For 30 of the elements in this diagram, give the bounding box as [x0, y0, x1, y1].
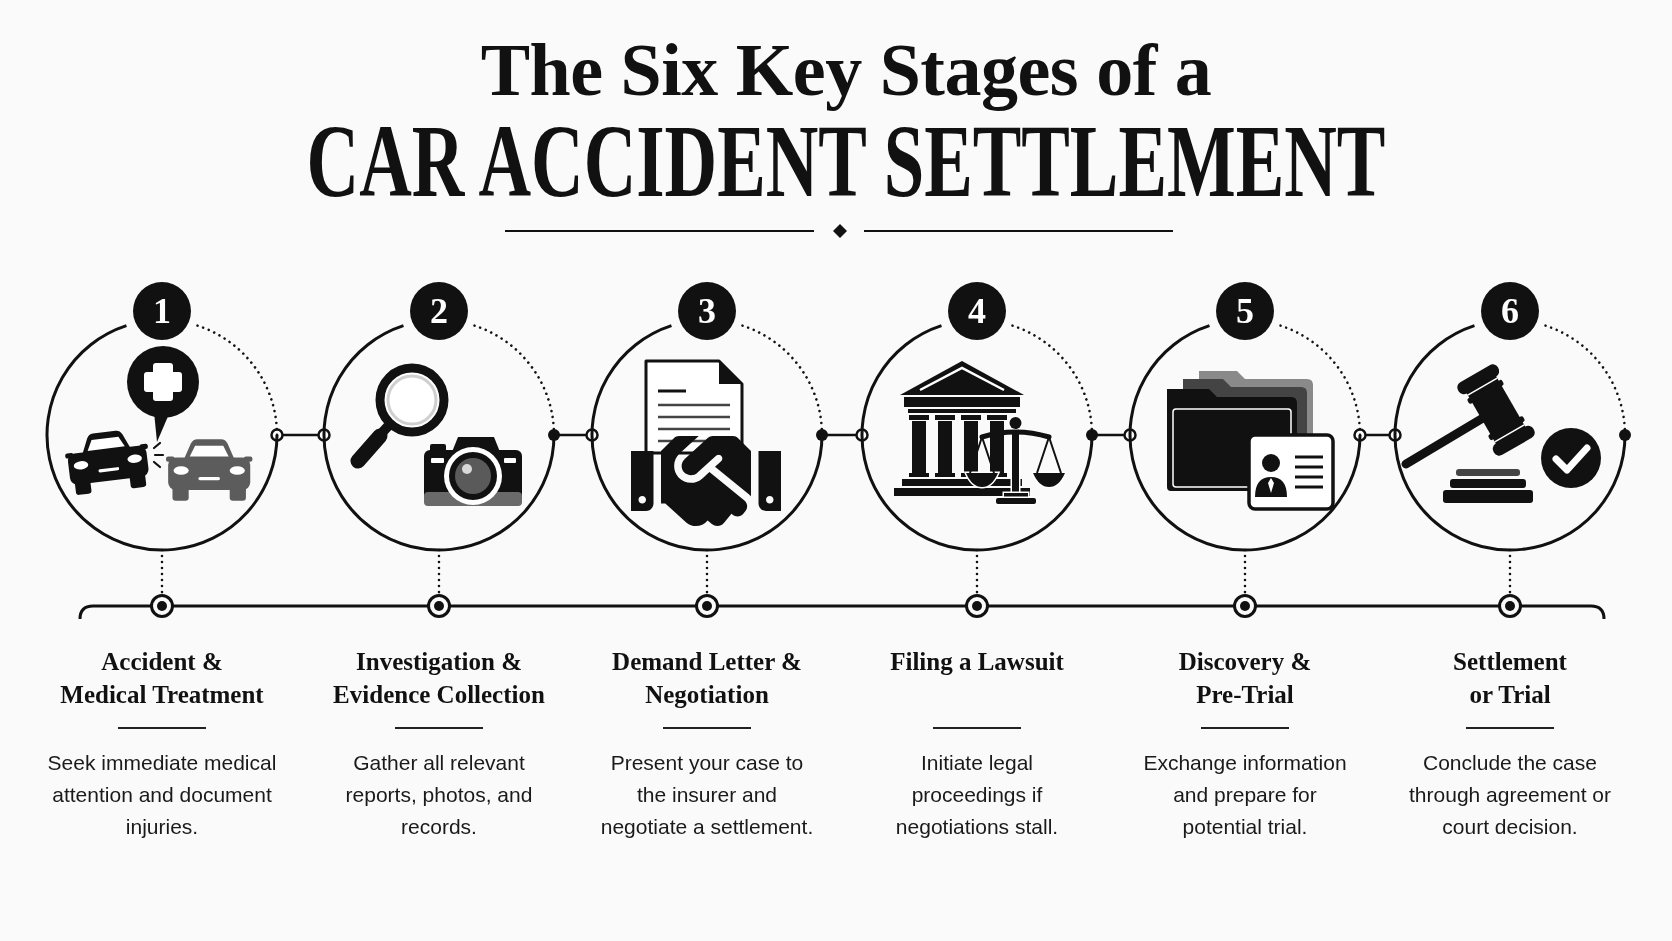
step-number: 4	[948, 282, 1006, 340]
connector-line	[816, 428, 869, 442]
stage-description: Present your case to the insurer and negotiate a settlement.	[599, 750, 815, 840]
connector-line	[1353, 428, 1402, 442]
stage-description: Gather all relevant reports, photos, and records.	[344, 750, 534, 840]
stage-description: Exchange information and prepare for potential trial.	[1142, 750, 1348, 840]
timeline-marker	[695, 594, 719, 618]
title: The Six Key Stages of a CAR ACCIDENT SETTLEMENT	[307, 30, 1385, 210]
timeline-marker	[1498, 594, 1522, 618]
connector-line	[270, 428, 331, 442]
stage-title: Accident & Medical Treatment	[59, 647, 265, 710]
step-number: 5	[1216, 282, 1274, 340]
timeline-marker	[150, 594, 174, 618]
connector-line	[548, 428, 599, 442]
timeline-marker	[965, 594, 989, 618]
connector-line	[1086, 428, 1137, 442]
stage-description: Initiate legal proceedings if negotiations stall.	[894, 750, 1060, 840]
timeline-marker	[1233, 594, 1257, 618]
step-number: 1	[133, 282, 191, 340]
timeline-marker	[427, 594, 451, 618]
step-number: 6	[1481, 282, 1539, 340]
step-number: 3	[678, 282, 736, 340]
stage-description: Conclude the case through agreement or court decision.	[1408, 750, 1612, 840]
step-number: 2	[410, 282, 468, 340]
stage-title: Demand Letter & Negotiation	[611, 647, 803, 710]
stage-description: Seek immediate medical attention and document injuries.	[46, 750, 278, 840]
stage-title: Discovery & Pre-Trial	[1177, 647, 1313, 710]
stage-title: Filing a Lawsuit	[890, 647, 1064, 677]
stage-title: Settlement or Trial	[1452, 647, 1568, 710]
stage-title: Investigation & Evidence Collection	[332, 647, 546, 710]
